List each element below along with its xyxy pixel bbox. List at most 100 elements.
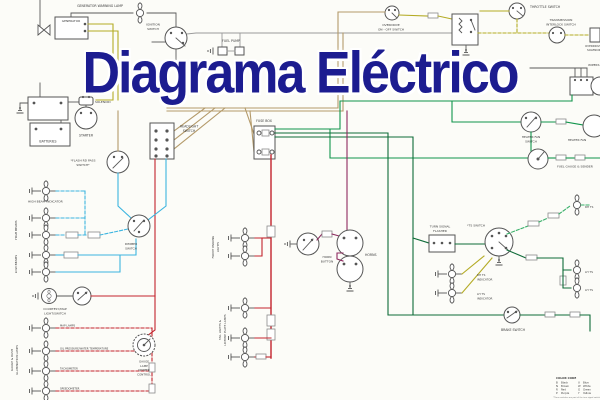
label-fuel-pump: FUEL PUMP [222,39,240,43]
label-edge-lamp-2: LH TS [585,270,593,274]
label-gauge-dash-2: ILLUMINATION LAMPS [15,345,19,375]
label-courtesy-1: COURTESY/MAP [43,307,67,311]
label-od-switch-2: ON - OFF SWITCH [378,27,404,31]
label-lh-ts-ind-1: LH TS [477,292,485,296]
high-beam-lamp-1 [29,207,57,229]
wiper-circuit [529,67,600,102]
label-headlight-switch-1: HEADLIGHT [180,125,199,129]
page-title: Diagrama Eléctrico [82,41,519,107]
legend-r1n1: Black [561,381,569,385]
label-od-solenoid-1: OVERDRIVE [585,44,600,48]
label-starter: STARTER [79,134,94,138]
label-od-switch-1: OVERDRIVE [382,23,400,27]
label-low-beams: LOW BEAMS [14,255,18,273]
high-beam-indicator-icon [29,180,57,202]
fuel-pump-circuit [186,32,453,56]
legend-r4c1: P [556,391,558,395]
label-ignition-2: SWITCH [147,27,159,31]
label-dimmer-1: DIMMER [125,242,137,246]
green-feeds [274,100,573,316]
lh-ts-indicator-icon [435,282,463,304]
label-horn-button-2: BUTTON [321,259,333,263]
starter-icon [74,106,98,130]
label-gauge-wire-4: SPEEDOMETER [60,387,80,391]
label-horns: HORNS [365,253,377,257]
overdrive-solenoid-box [589,27,600,43]
legend-note: *These switches are part of the turn sig… [553,396,600,399]
label-gauge-dimmer-4: CONTROL [137,372,151,376]
label-generator: GENERATOR [62,19,80,23]
tail-lamp-3 [228,346,256,368]
label-ts-switch: *TS SWITCH [467,224,485,228]
label-flash-switch-1: *FLASH RD PASS [71,159,96,163]
legend-r3c1: R [556,388,558,392]
label-headlight-switch-2: SWITCH [183,129,196,133]
brake-circuit [503,306,591,332]
label-rh-ts-ind-1: RH TS [477,273,486,277]
label-edge-lamp-1: RH TS [585,205,594,209]
label-high-beams: HIGH BEAMS [14,220,18,239]
label-lh-ts-ind-2: INDICATOR [477,296,492,300]
gauge-lamp-4 [29,380,57,400]
lighting-bus [228,154,276,368]
color-code-legend: COLOR CODE B Black U Blue N Brown W Whit… [553,376,600,399]
legend-r2n1: Brown [561,384,569,388]
legend-title: COLOR CODE [556,376,576,380]
legend-r2n2: White [583,384,591,388]
legend-r4c2: Y [578,391,580,395]
label-flash-switch-2: SWITCH* [76,163,90,167]
label-gauge-wire-3: TACHOMETER [60,367,78,371]
rh-ts-lamp-icon [572,194,582,216]
legend-r1c1: B [556,381,558,385]
label-front-parking-2: LIGHTS [216,242,220,252]
low-beam-lamp-1 [29,244,57,266]
flash-switch-icon [106,150,130,174]
label-throttle-switch: THROTTLE SWITCH [529,5,561,9]
label-od-solenoid-2: SOLENOID [587,48,600,52]
label-transmission-2: INTERLOCK SWITCH [546,22,576,26]
label-ts-flasher-1: TURN SIGNAL [429,225,451,229]
label-ts-flasher-2: FLASHER [433,229,447,233]
legend-r4n2: Yellow [583,391,592,395]
battery-1 [27,96,69,121]
fuse-box-group [253,125,276,160]
label-solenoid: SOLENOID [95,100,111,104]
headlight-switch-box [149,122,175,160]
gauge-lamp-3 [29,360,57,382]
label-high-beam-indicator: HIGH BEAM INDICATOR [28,200,63,204]
label-courtesy-2: LIGHT/SWITCH [44,311,66,315]
generator-circuit [37,0,188,101]
rh-ts-indicator-icon [435,263,463,285]
label-heater-fan-switch-1: HEATER FAN [522,135,540,139]
legend-r3n2: Green [583,388,591,392]
lh-ts-lamp-2-icon [572,277,582,299]
label-dimmer-2: SWITCH [125,246,137,250]
tail-lamp-2 [228,327,256,349]
label-batteries: BATTERIES [39,140,56,144]
label-gauge-wire-1: MAP LAMPS [60,324,75,328]
tail-lamp-1 [228,297,256,319]
horn-circuit [284,110,364,292]
wiper-motor-icon [590,76,600,96]
label-gauge-dimmer-3: DIMMER [138,368,150,372]
legend-r3n1: Red [561,388,566,392]
label-gauge-wire-2: OIL PRESSURE/WATER TEMPERATURE [60,347,109,351]
label-brake-switch: BRAKE SWITCH [501,328,526,332]
label-fuse-box: FUSE BOX [256,119,273,123]
front-parking-lamp-2 [228,245,256,267]
label-edge-lamp-3: LH TS [585,288,593,292]
headlight-switch-group [147,11,386,297]
label-ignition-1: IGNITION [146,23,160,27]
gauge-lamp-1 [29,317,57,339]
label-heater-fan: HEATER FAN [568,138,586,142]
courtesy-gauge-section [29,286,156,400]
legend-r2c2: W [578,384,581,388]
lh-ts-lamp-1-icon [572,259,582,281]
label-wipers: WIPERS [588,63,600,67]
label-generator-warning-lamp: GENERATOR WARNING LAMP [77,4,123,8]
transmission-switch-icon [548,26,566,44]
turn-signal-cluster [428,194,591,304]
label-gauge-dimmer-1: GAUGE [139,360,149,364]
label-tail-lights-2: LICENSE PLATE LAMPS [223,314,227,346]
